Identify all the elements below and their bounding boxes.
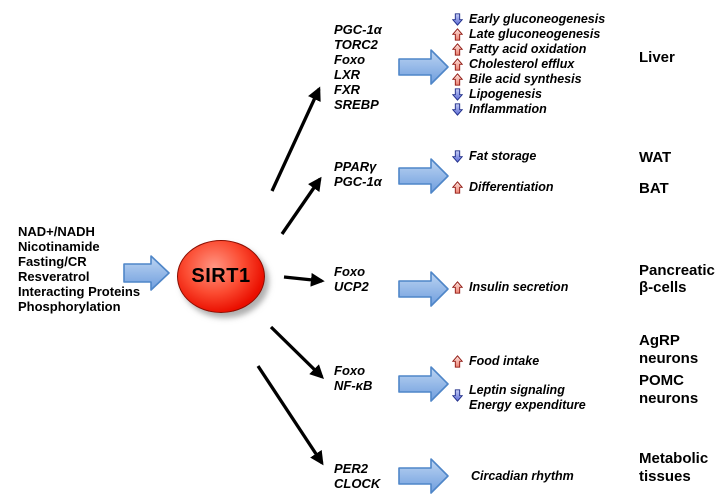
input-item: Interacting Proteins (18, 284, 141, 299)
gene-label: CLOCK (334, 476, 381, 491)
effect-label: Inflammation (469, 102, 547, 116)
gene-label: PGC-1α (334, 174, 382, 189)
tissue-label-agrp-neurons: AgRP neurons (639, 332, 699, 367)
input-list: NAD+/NADH Nicotinamide Fasting/CR Resver… (18, 224, 140, 314)
inputs-to-sirt1-arrow (123, 255, 170, 291)
sirt1-to-pancreas-arrow (283, 272, 325, 287)
sirt1-node: SIRT1 (177, 240, 265, 313)
tissue-label-pomc-neurons: POMC neurons (639, 372, 699, 407)
decrease-arrow-icon (452, 389, 463, 402)
input-item: Fasting/CR (18, 254, 87, 269)
effect-label: Early gluconeogenesis (469, 12, 606, 26)
increase-arrow-icon (452, 73, 463, 86)
tissue-label-metabolic-tissues: Metabolic tissues (639, 450, 709, 485)
effect-row: Bile acid synthesis (452, 72, 582, 87)
increase-arrow-icon (452, 58, 463, 71)
gene-label: PGC-1α (334, 22, 382, 37)
gene-label: LXR (334, 67, 360, 82)
effect-label: Cholesterol efflux (469, 57, 575, 71)
tissue-label-pancreatic-beta-cells: Pancreatic β-cells (639, 262, 715, 296)
effect-row: Late gluconeogenesis (452, 27, 600, 42)
circadian-gene-list: PER2 CLOCK (334, 461, 380, 491)
effect-row: Insulin secretion (452, 280, 568, 295)
effect-label: Differentiation (469, 180, 554, 194)
gene-label: TORC2 (334, 37, 378, 52)
tissue-label-liver: Liver (639, 49, 675, 66)
effect-row: Food intake (452, 354, 539, 369)
effect-label: Fatty acid oxidation (469, 42, 587, 56)
liver-gene-list: PGC-1α TORC2 Foxo LXR FXR SREBP (334, 22, 382, 112)
pancreas-flow-arrow (398, 271, 449, 307)
effect-row: Fat storage (452, 149, 536, 164)
effect-row: Fatty acid oxidation (452, 42, 586, 57)
gene-label: Foxo (334, 52, 366, 67)
input-item: NAD+/NADH (18, 224, 95, 239)
effect-row: Cholesterol efflux (452, 57, 574, 72)
increase-arrow-icon (452, 281, 463, 294)
decrease-arrow-icon (452, 13, 463, 26)
tissue-label-bat: BAT (639, 180, 669, 197)
gene-label: PER2 (334, 461, 368, 476)
effect-label: Bile acid synthesis (469, 72, 582, 86)
gene-label: NF-κB (334, 378, 373, 393)
input-item: Phosphorylation (18, 299, 121, 314)
input-item: Resveratrol (18, 269, 90, 284)
sirt1-label: SIRT1 (191, 265, 251, 287)
decrease-arrow-icon (452, 88, 463, 101)
decrease-arrow-icon (452, 103, 463, 116)
sirt1-to-adipose-arrow (280, 176, 322, 235)
gene-label: SREBP (334, 97, 379, 112)
tissue-label-wat: WAT (639, 149, 672, 166)
effect-row: Differentiation (452, 180, 554, 195)
effect-label: Circadian rhythm (471, 469, 574, 483)
sirt1-to-circadian-arrow (256, 365, 324, 466)
gene-label: FXR (334, 82, 360, 97)
effect-label: Late gluconeogenesis (469, 27, 601, 41)
increase-arrow-icon (452, 28, 463, 41)
gene-label: PPARγ (334, 159, 377, 174)
increase-arrow-icon (452, 181, 463, 194)
adipose-flow-arrow (398, 158, 449, 194)
effect-label: Fat storage (469, 149, 537, 163)
gene-label: Foxo (334, 363, 366, 378)
liver-flow-arrow (398, 49, 449, 85)
effect-row: Leptin signaling Energy expenditure (452, 383, 586, 413)
effect-label: Leptin signaling Energy expenditure (469, 383, 586, 412)
effect-row: Inflammation (452, 102, 547, 117)
pancreas-gene-list: Foxo UCP2 (334, 264, 369, 294)
hypothalamus-flow-arrow (398, 366, 449, 402)
increase-arrow-icon (452, 43, 463, 56)
effect-label: Insulin secretion (469, 280, 569, 294)
input-item: Nicotinamide (18, 239, 100, 254)
circadian-flow-arrow (398, 458, 449, 494)
gene-label: UCP2 (334, 279, 369, 294)
effect-label: Lipogenesis (469, 87, 542, 101)
effect-row: Lipogenesis (452, 87, 542, 102)
sirt1-to-hypothalamus-arrow (269, 325, 324, 379)
adipose-gene-list: PPARγ PGC-1α (334, 159, 382, 189)
decrease-arrow-icon (452, 150, 463, 163)
effect-label: Food intake (469, 354, 540, 368)
hypothalamus-gene-list: Foxo NF-κB (334, 363, 372, 393)
gene-label: Foxo (334, 264, 366, 279)
sirt1-to-liver-arrow (270, 86, 321, 192)
effect-row: Early gluconeogenesis (452, 12, 605, 27)
increase-arrow-icon (452, 355, 463, 368)
